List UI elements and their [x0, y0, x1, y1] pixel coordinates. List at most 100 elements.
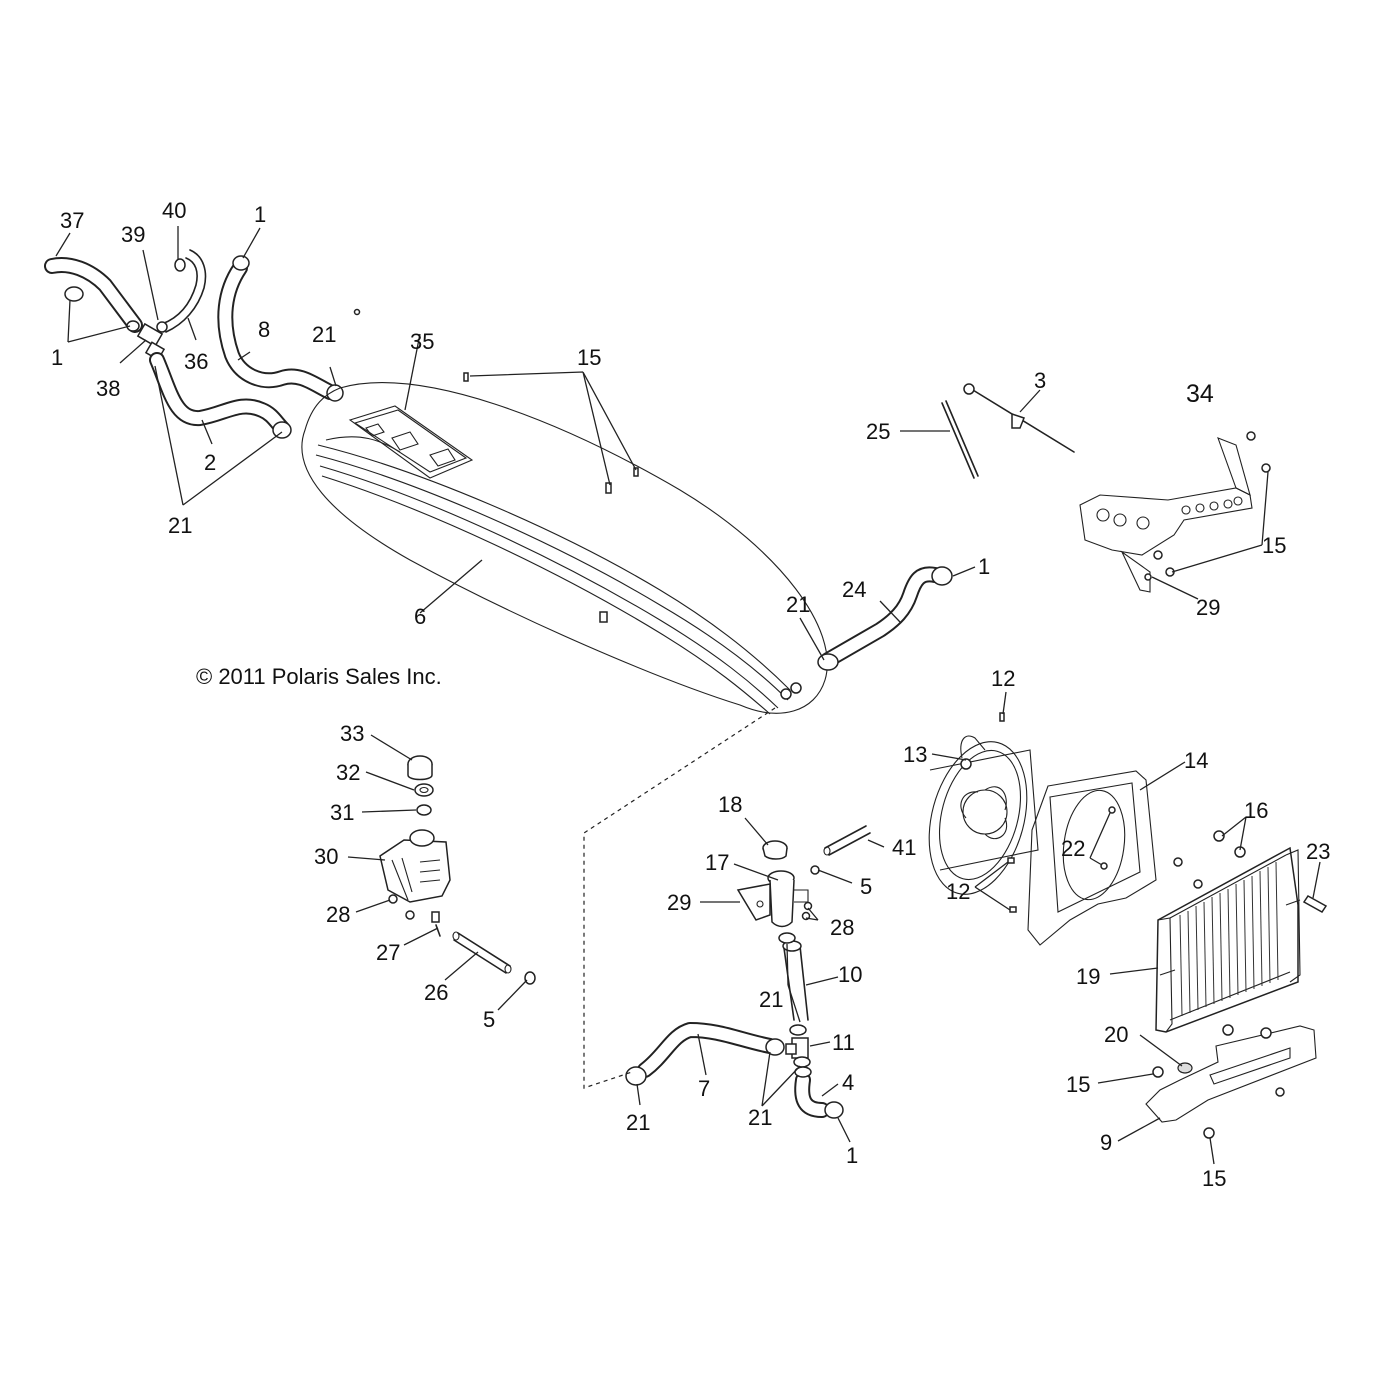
callout-29: 29 — [667, 890, 691, 915]
elbow-4 — [794, 1066, 844, 1119]
hose-41 — [823, 825, 871, 856]
screws-12 — [999, 712, 1017, 913]
filler-neck-17 — [767, 870, 809, 928]
callout-35: 35 — [410, 329, 434, 354]
tee-11 — [785, 1024, 811, 1068]
callout-5: 5 — [860, 874, 872, 899]
callout-6: 6 — [414, 604, 426, 629]
callout-21: 21 — [168, 513, 192, 538]
callout-39: 39 — [121, 222, 145, 247]
callout-29: 29 — [1196, 595, 1220, 620]
callout-23: 23 — [1306, 839, 1330, 864]
callout-18: 18 — [718, 792, 742, 817]
callout-21: 21 — [312, 322, 336, 347]
mount-bracket-9 — [1145, 1025, 1317, 1123]
callout-24: 24 — [842, 577, 866, 602]
bracket-29-center — [736, 883, 771, 921]
callout-14: 14 — [1184, 748, 1208, 773]
callout-25: 25 — [866, 419, 890, 444]
callout-22: 22 — [1061, 836, 1085, 861]
callout-3: 3 — [1034, 368, 1046, 393]
heat-exchanger-35 — [348, 405, 474, 479]
fittings-28-27 — [388, 894, 441, 937]
callout-15: 15 — [577, 345, 601, 370]
callout-16: 16 — [1244, 798, 1268, 823]
callout-11: 11 — [832, 1030, 855, 1055]
callout-9: 9 — [1100, 1130, 1112, 1155]
hose-8 — [217, 255, 344, 402]
callout-28: 28 — [830, 915, 854, 940]
hose-10 — [778, 932, 809, 1021]
screws-15-top — [463, 372, 639, 494]
callout-21: 21 — [786, 592, 810, 617]
radiator-fins — [1179, 861, 1279, 1017]
callout-1: 1 — [978, 554, 990, 579]
callout-28: 28 — [326, 902, 350, 927]
fasteners-15-bracket — [1144, 431, 1271, 581]
dashed-connection-line — [583, 707, 776, 1089]
callout-21: 21 — [759, 987, 783, 1012]
fan-13 — [928, 735, 1039, 895]
callout-36: 36 — [184, 349, 208, 374]
callout-21: 21 — [626, 1110, 650, 1135]
neck-31 — [416, 804, 432, 816]
callout-2: 2 — [204, 450, 216, 475]
cable-tie-3 — [963, 383, 1075, 453]
callout-31: 31 — [330, 800, 354, 825]
callout-12: 12 — [946, 879, 970, 904]
callout-20: 20 — [1104, 1022, 1128, 1047]
callout-1: 1 — [846, 1143, 858, 1168]
callout-15: 15 — [1202, 1166, 1226, 1191]
hose-26 — [452, 931, 512, 974]
radiator-19 — [1155, 846, 1301, 1033]
reservoir-30 — [379, 829, 451, 903]
hose-2 — [149, 352, 292, 439]
hose-37 — [44, 257, 143, 333]
radiator-cap-18 — [762, 840, 788, 860]
small-fitting-top — [353, 308, 361, 316]
callout-7: 7 — [698, 1076, 710, 1101]
callout-4: 4 — [842, 1070, 854, 1095]
leader-lines — [55, 226, 1321, 1165]
fasteners-15-20-mount — [1152, 1024, 1285, 1139]
callout-10: 10 — [838, 962, 862, 987]
copyright-notice: © 2011 Polaris Sales Inc. — [196, 664, 442, 689]
callout-5: 5 — [483, 1007, 495, 1032]
callout-1: 1 — [51, 345, 63, 370]
callout-27: 27 — [376, 940, 400, 965]
callout-labels: 37 40 39 1 8 21 1 38 36 2 21 35 15 3 25 … — [51, 198, 1330, 1191]
connector-39 — [156, 321, 168, 333]
seal-32 — [414, 783, 434, 797]
callout-1: 1 — [254, 202, 266, 227]
callout-30: 30 — [314, 844, 338, 869]
cable-tie-25 — [941, 400, 979, 479]
reservoir-cap-33 — [407, 755, 433, 781]
callout-38: 38 — [96, 376, 120, 401]
hose-36 — [161, 249, 207, 333]
callout-17: 17 — [705, 850, 729, 875]
callout-33: 33 — [340, 721, 364, 746]
callout-34: 34 — [1186, 380, 1214, 408]
callout-21: 21 — [748, 1105, 772, 1130]
callout-12: 12 — [991, 666, 1015, 691]
fitting-5-center — [810, 865, 820, 875]
callout-15: 15 — [1262, 533, 1286, 558]
callout-41: 41 — [892, 835, 916, 860]
hose-24 — [817, 566, 953, 671]
bracket-34 — [1079, 437, 1253, 593]
callout-15: 15 — [1066, 1072, 1090, 1097]
callout-26: 26 — [424, 980, 448, 1005]
clamp-1-left — [64, 286, 140, 332]
callout-19: 19 — [1076, 964, 1100, 989]
hose-7 — [625, 1022, 785, 1086]
tunnel-assembly-6 — [301, 382, 828, 715]
callout-13: 13 — [903, 742, 927, 767]
callout-40: 40 — [162, 198, 186, 223]
callout-32: 32 — [336, 760, 360, 785]
callout-8: 8 — [258, 317, 270, 342]
callout-37: 37 — [60, 208, 84, 233]
fitting-5-left — [524, 971, 536, 985]
shroud-14 — [1027, 770, 1157, 946]
fasteners-28-center — [801, 901, 813, 921]
